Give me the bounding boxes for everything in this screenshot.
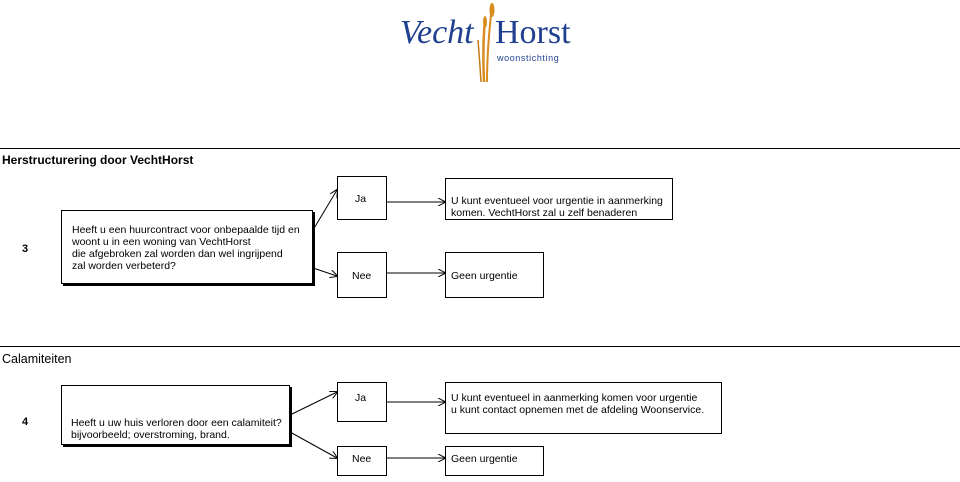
no-result: Geen urgentie xyxy=(451,270,518,282)
question-line: zal worden verbeterd? xyxy=(72,260,176,272)
section-divider xyxy=(0,148,960,149)
yes-result-box: U kunt eventueel voor urgentie in aanmer… xyxy=(445,178,673,220)
section-divider xyxy=(0,346,960,347)
yes-answer-box: Ja xyxy=(337,176,387,220)
section-title-herstructurering: Herstructurering door VechtHorst xyxy=(2,153,194,167)
no-label: Nee xyxy=(352,270,372,282)
yes-label: Ja xyxy=(355,193,367,205)
no-result-box: Geen urgentie xyxy=(445,446,544,476)
question-number: 4 xyxy=(22,416,29,428)
question-number: 3 xyxy=(22,243,29,255)
yes-result-line: komen. VechtHorst zal u zelf benaderen xyxy=(451,207,638,219)
no-answer-box: Nee xyxy=(337,446,387,476)
logo-tagline: woonstichting xyxy=(497,53,560,63)
yes-result-box: U kunt eventueel in aanmerking komen voo… xyxy=(445,382,722,434)
logo-text-horst: Horst xyxy=(495,14,571,51)
yes-result-line: u kunt contact opnemen met de afdeling W… xyxy=(451,404,705,416)
question-line: woont u in een woning van VechtHorst xyxy=(72,236,251,248)
no-result-box: Geen urgentie xyxy=(445,252,544,298)
no-answer-box: Nee xyxy=(337,252,387,298)
yes-result-line: U kunt eventueel in aanmerking komen voo… xyxy=(451,392,698,404)
question-box: Heeft u uw huis verloren door een calami… xyxy=(61,385,290,445)
section-title-calamiteiten: Calamiteiten xyxy=(2,352,72,366)
no-result: Geen urgentie xyxy=(451,453,518,465)
yes-label: Ja xyxy=(355,392,367,404)
reed-logo-icon xyxy=(477,3,495,82)
question-line: Heeft u een huurcontract voor onbepaalde… xyxy=(72,224,300,236)
question-box: Heeft u een huurcontract voor onbepaalde… xyxy=(61,210,313,284)
yes-answer-box: Ja xyxy=(337,382,387,422)
yes-result-line: U kunt eventueel voor urgentie in aanmer… xyxy=(451,195,663,207)
question-line: Heeft u uw huis verloren door een calami… xyxy=(71,417,282,429)
question-line: bijvoorbeeld; overstroming, brand. xyxy=(71,429,230,441)
no-label: Nee xyxy=(352,453,372,465)
question-line: die afgebroken zal worden dan wel ingrij… xyxy=(72,248,283,260)
logo-text-vecht: Vecht xyxy=(400,14,474,51)
